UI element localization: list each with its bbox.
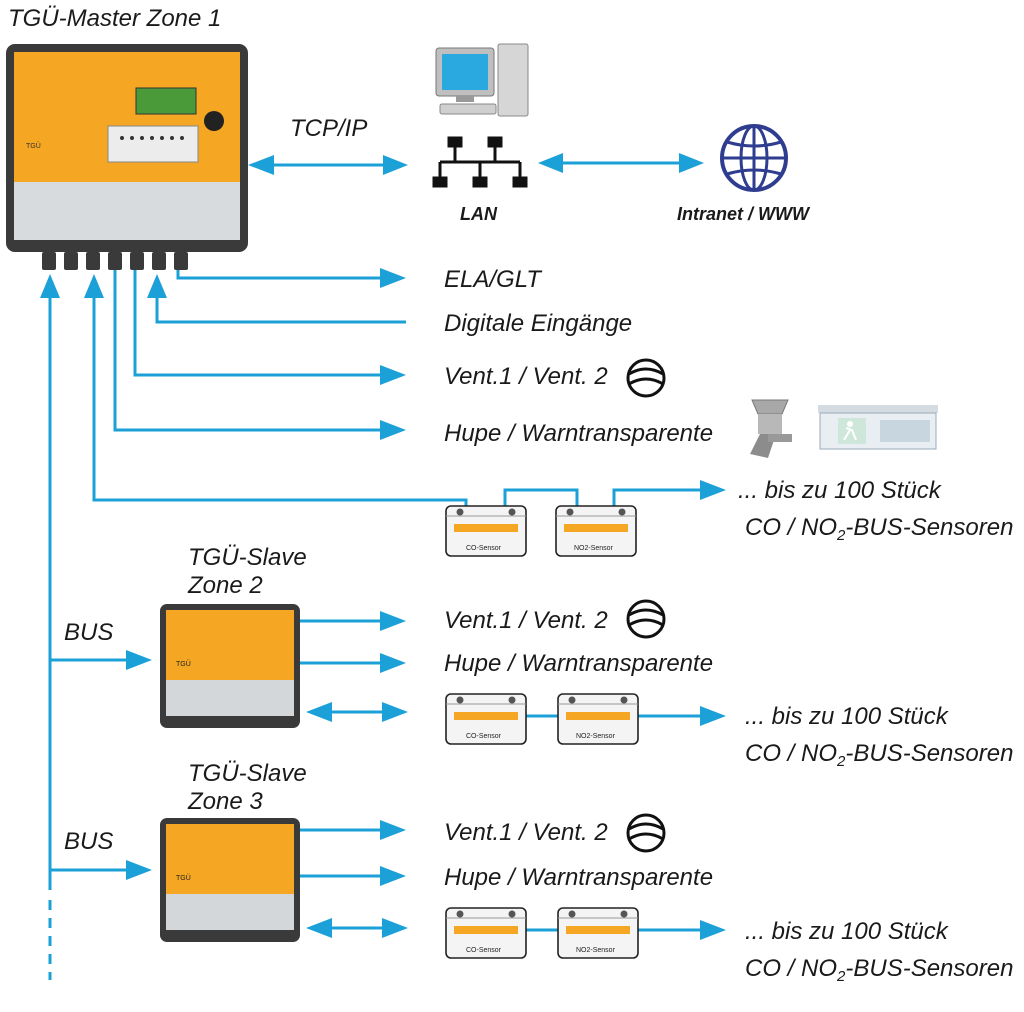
vent-connection xyxy=(133,270,406,385)
sensor-type-text-zone2: CO / NO2-BUS-Sensoren xyxy=(745,740,1013,770)
no2-sensor: NO2-Sensor xyxy=(555,505,637,557)
slave-device-zone3: TGÜ xyxy=(160,818,300,942)
fan-icon xyxy=(626,358,666,398)
hupe-label-zone2: Hupe / Warntransparente xyxy=(444,650,713,677)
co-sensor: CO-Sensor xyxy=(445,505,527,557)
master-device-image xyxy=(6,44,248,270)
sensor-count-text-zone3: ... bis zu 100 Stück xyxy=(745,918,950,945)
vent-label-zone2: Vent.1 / Vent. 2 xyxy=(444,607,608,634)
slave-device-zone2: TGÜ xyxy=(160,604,300,728)
co-sensor-label: CO-Sensor xyxy=(466,545,502,552)
sensor-type-text: CO / NO2-BUS-Sensoren xyxy=(745,514,1013,544)
digital-inputs-label: Digitale Eingänge xyxy=(444,310,632,337)
slave-zone2-title-1: TGÜ-Slave xyxy=(188,544,307,571)
co-sensor-label-zone3: CO-Sensor xyxy=(466,947,502,954)
vent-label: Vent.1 / Vent. 2 xyxy=(444,363,608,390)
fan-icon-zone2 xyxy=(626,599,666,639)
sensor-type-text-zone3: CO / NO2-BUS-Sensoren xyxy=(745,955,1013,985)
hupe-label: Hupe / Warntransparente xyxy=(444,420,713,447)
ela-connection xyxy=(176,268,406,288)
tcpip-label: TCP/IP xyxy=(290,115,367,142)
intranet-label: Intranet / WWW xyxy=(677,204,811,224)
master-sensor-bus xyxy=(84,274,726,506)
slave-zone3-title-1: TGÜ-Slave xyxy=(188,760,307,787)
slave-zone2-title-2: Zone 2 xyxy=(187,572,263,599)
master-panel-label: TGÜ xyxy=(26,142,41,150)
no2-sensor-zone3: NO2-Sensor xyxy=(557,907,639,959)
co-sensor-label-zone2: CO-Sensor xyxy=(466,733,502,740)
hupe-label-zone3: Hupe / Warntransparente xyxy=(444,864,713,891)
co-sensor-zone2: CO-Sensor xyxy=(445,693,527,745)
ela-glt-label: ELA/GLT xyxy=(444,266,543,293)
sensor-bus-zone2 xyxy=(306,702,726,726)
vent-connection-zone3 xyxy=(300,820,406,840)
sensor-count-text-zone2: ... bis zu 100 Stück xyxy=(745,703,950,730)
slave-zone3-title-2: Zone 3 xyxy=(187,788,263,815)
hupe-connection xyxy=(113,270,406,440)
bus-label-zone3: BUS xyxy=(64,828,113,855)
bus-trunk xyxy=(40,274,60,980)
slave-zone3-panel-label: TGÜ xyxy=(176,874,191,882)
bus-label-zone2: BUS xyxy=(64,619,113,646)
no2-sensor-label: NO2-Sensor xyxy=(574,545,614,552)
lan-internet-link xyxy=(538,153,704,173)
sensor-bus-zone3 xyxy=(306,918,726,940)
lan-label: LAN xyxy=(460,204,498,224)
slave-zone2-panel-label: TGÜ xyxy=(176,660,191,668)
hupe-connection-zone3 xyxy=(300,866,406,886)
bus-connection-zone2 xyxy=(50,650,152,670)
lan-network-icon xyxy=(432,136,528,188)
no2-sensor-label-zone2: NO2-Sensor xyxy=(576,733,616,740)
vent-connection-zone2 xyxy=(300,611,406,631)
horn-icon xyxy=(750,399,792,458)
computer-icon xyxy=(435,43,529,117)
fan-icon-zone3 xyxy=(626,813,666,853)
no2-sensor-label-zone3: NO2-Sensor xyxy=(576,947,616,954)
globe-icon xyxy=(720,124,788,192)
master-title: TGÜ-Master Zone 1 xyxy=(8,5,221,32)
no2-sensor-zone2: NO2-Sensor xyxy=(557,693,639,745)
tcpip-link xyxy=(248,155,408,175)
digital-inputs-connection xyxy=(147,274,406,324)
bus-connection-zone3 xyxy=(50,860,152,880)
warning-sign-icon xyxy=(818,405,938,450)
sensor-count-text: ... bis zu 100 Stück xyxy=(738,477,943,504)
hupe-connection-zone2 xyxy=(300,653,406,673)
co-sensor-zone3: CO-Sensor xyxy=(445,907,527,959)
vent-label-zone3: Vent.1 / Vent. 2 xyxy=(444,819,608,846)
